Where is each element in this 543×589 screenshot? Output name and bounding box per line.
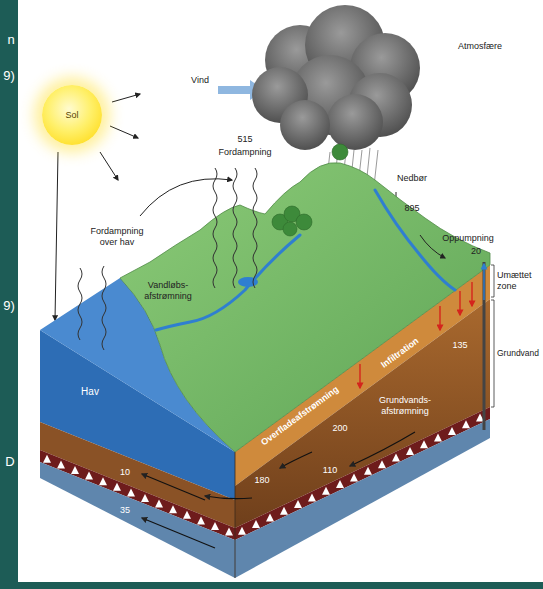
infiltration-arrows (360, 282, 472, 388)
land-surface (120, 163, 490, 452)
process-label: Nedbør (397, 173, 427, 184)
zone-brackets (491, 265, 494, 407)
bedrock-triangles (43, 414, 484, 536)
pumping-arrow (483, 264, 484, 300)
process-label: Fordampning (218, 147, 271, 158)
process-label: Grundvands- afstrømning (376, 395, 434, 417)
panel (18, 0, 543, 582)
sun-circle: Sol (42, 85, 102, 145)
slide-fragment: n (7, 32, 14, 48)
vapour-transport-arrow (140, 179, 232, 216)
deep-layer (235, 419, 490, 578)
slide-fragment: D (5, 454, 14, 470)
process-label: Oppumpning (442, 233, 494, 244)
process-label: Overfladeafstrømning (259, 384, 341, 448)
flow-value: 135 (452, 340, 467, 351)
flow-value: 180 (254, 475, 269, 486)
process-label: Fordampning over hav (86, 226, 148, 248)
zone-label: Umættet zone (497, 270, 539, 292)
groundwater-flow-arrows (142, 432, 415, 548)
lake (238, 277, 258, 287)
zone-label: Grundvand (497, 348, 539, 358)
bedrock-band (235, 407, 490, 540)
runoff-arrow (420, 235, 445, 258)
flow-value: 515 (237, 134, 252, 145)
flow-value: 20 (471, 246, 481, 257)
trees (272, 144, 348, 236)
atmosphere-label: Atmosfære (458, 41, 502, 52)
flow-value: 895 (404, 203, 419, 214)
process-label: Infiltration (379, 336, 421, 371)
evaporation-waves (78, 168, 257, 350)
rain-cloud (252, 5, 420, 150)
wind-label: Vind (191, 75, 209, 86)
flow-value: 110 (323, 465, 337, 476)
process-label: Vandløbs- afstrømning (141, 280, 195, 302)
flow-value: 35 (120, 505, 130, 516)
slide-fragment: 9) (3, 68, 15, 84)
block-edge (235, 452, 236, 578)
rivers (156, 190, 455, 330)
deep-layer (40, 462, 235, 578)
sea-label: Hav (81, 386, 99, 398)
flow-value: 10 (120, 467, 130, 478)
node-text: Sol (65, 110, 78, 120)
flow-value: 200 (332, 423, 347, 434)
well-pipe (483, 262, 486, 430)
slide-fragment: 9) (3, 298, 15, 314)
